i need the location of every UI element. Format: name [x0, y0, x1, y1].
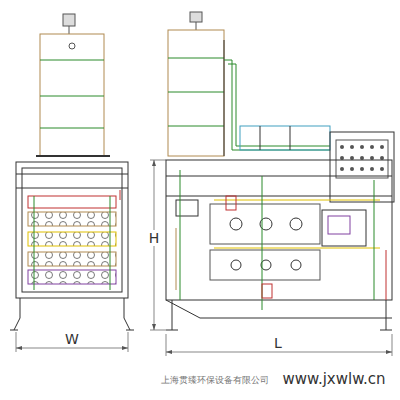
url-watermark: www.jxwlw.cn [280, 371, 387, 388]
height-dimension: H [147, 230, 162, 246]
length-dimension: L [272, 335, 284, 351]
company-watermark: 上海贯臻环保设备有限公司 [159, 375, 271, 386]
width-dimension: W [63, 331, 81, 347]
